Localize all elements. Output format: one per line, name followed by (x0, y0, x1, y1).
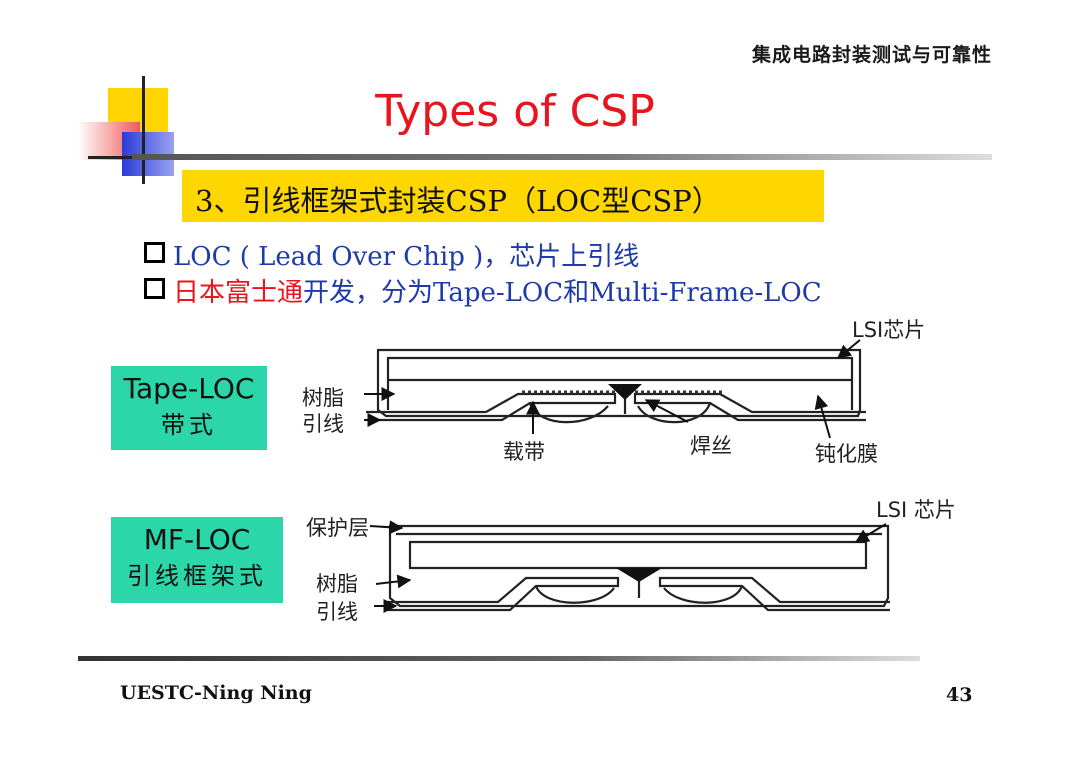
mf-loc-resin-label: 树脂 (316, 572, 358, 596)
bullet-2-text: 开发，分为Tape-LOC和Multi-Frame-LOC (303, 278, 822, 308)
title-divider (132, 154, 992, 160)
bullet-square-icon (144, 242, 165, 263)
tape-loc-passivation-label: 钝化膜 (815, 442, 878, 466)
tape-loc-label-cn: 带式 (161, 411, 217, 439)
mf-loc-label-en: MF-LOC (143, 523, 251, 556)
logo-vertical-line (142, 76, 145, 184)
footer-divider (78, 656, 920, 661)
bullet-square-icon (144, 278, 165, 299)
mf-loc-lead-label: 引线 (316, 600, 358, 624)
tape-loc-label: Tape-LOC 带式 (111, 366, 267, 450)
mf-loc-protect-label: 保护层 (306, 516, 369, 540)
tape-loc-resin-label: 树脂 (302, 386, 344, 410)
mf-loc-chip-label: LSI 芯片 (876, 498, 956, 522)
bullet-1: LOC ( Lead Over Chip )，芯片上引线 (144, 236, 639, 273)
tape-loc-diagram (364, 339, 866, 439)
page-title: Types of CSP (375, 86, 655, 137)
footer-author: UESTC-Ning Ning (120, 682, 312, 704)
mf-loc-label: MF-LOC 引线框架式 (111, 517, 283, 603)
course-title: 集成电路封装测试与可靠性 (751, 44, 992, 66)
subtitle-text: 3、引线框架式封装CSP（LOC型CSP） (195, 184, 721, 218)
tape-loc-lead-label: 引线 (302, 412, 344, 436)
tape-loc-tape-label: 载带 (503, 440, 545, 464)
subtitle-box (182, 170, 824, 222)
page-number: 43 (946, 684, 973, 706)
tape-loc-chip-label: LSI芯片 (852, 318, 926, 342)
bullet-2-highlight: 日本富士通 (173, 278, 304, 308)
bullet-1-text: LOC ( Lead Over Chip )，芯片上引线 (173, 242, 640, 272)
mf-loc-diagram (369, 520, 890, 613)
bullet-2: 日本富士通开发，分为Tape-LOC和Multi-Frame-LOC (144, 272, 822, 309)
tape-loc-wire-label: 焊丝 (690, 434, 732, 458)
tape-loc-label-en: Tape-LOC (123, 372, 255, 405)
mf-loc-label-cn: 引线框架式 (127, 562, 267, 590)
